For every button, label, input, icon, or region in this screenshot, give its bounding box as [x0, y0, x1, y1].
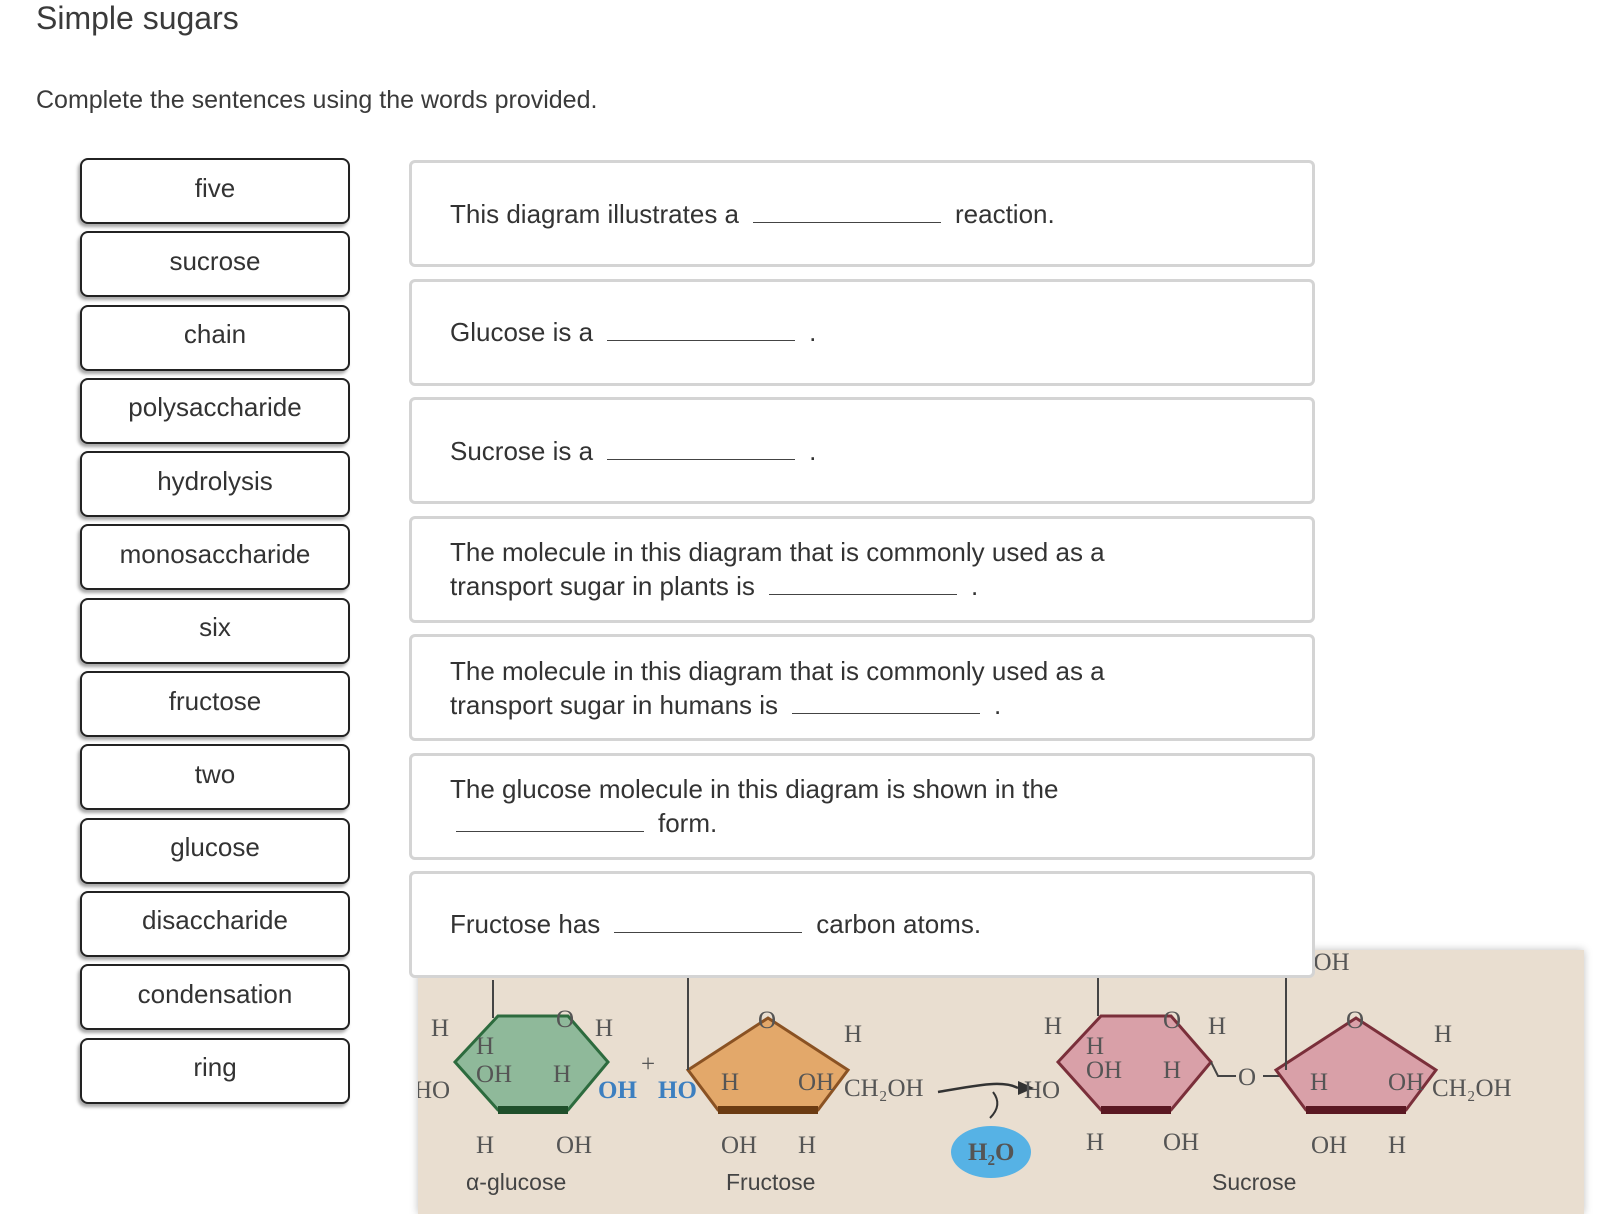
sentence-3-blank[interactable] [607, 437, 796, 460]
sentence-7-blank[interactable] [614, 910, 803, 933]
sucrose-h4-label: H [1163, 1057, 1181, 1084]
glucose-ho-label: HO [418, 1077, 450, 1104]
sucrose-h6-label: H [1434, 1021, 1452, 1048]
sentence-2-text-after: . [809, 317, 817, 347]
sucrose-formation-diagram: CH₂OH O H H H OH H HO H OH OH α-glucose … [418, 950, 1584, 1214]
fructose-h2-label: H [721, 1069, 739, 1096]
fructose-o-label: O [758, 1007, 776, 1034]
sentence-1-blank[interactable] [753, 200, 941, 223]
sucrose-h2-label: H [1086, 1033, 1104, 1060]
glucose-h1-label: H [431, 1015, 449, 1042]
sucrose-oh1-label: OH [1086, 1057, 1122, 1084]
sucrose-oh4-label: OH [1311, 1132, 1347, 1159]
sentence-5: The molecule in this diagram that is com… [409, 634, 1315, 741]
fructose-ho-highlight: HO [658, 1077, 697, 1104]
sentence-4-text-after: . [970, 571, 979, 601]
word-tile-hydrolysis[interactable]: hydrolysis [80, 451, 350, 518]
fructose-h3-label: H [798, 1132, 816, 1159]
sentence-4-line-1: The molecule in this diagram that is com… [450, 537, 1105, 567]
sentence-1: This diagram illustrates a reaction. [409, 160, 1315, 267]
word-tile-six[interactable]: six [80, 597, 350, 664]
sucrose-h3-label: H [1208, 1013, 1226, 1040]
sentence-3-text-before: Sucrose is a [450, 435, 594, 466]
sentence-list: This diagram illustrates a reaction. Gluc… [409, 160, 1315, 978]
fructose-ch2oh-label: CH₂OH [844, 1075, 924, 1102]
sentence-3: Sucrose is a. [409, 397, 1315, 504]
sucrose-h7-label: H [1310, 1069, 1328, 1096]
alpha-glucose-caption: α-glucose [466, 1169, 566, 1195]
sucrose-o2-label: O [1346, 1007, 1364, 1034]
water-drop [951, 1126, 1031, 1178]
glucose-oh1-label: OH [476, 1061, 512, 1088]
word-tile-sucrose[interactable]: sucrose [80, 231, 350, 298]
sentence-3-text-after: . [809, 435, 817, 466]
sentence-5-line-1: The molecule in this diagram that is com… [450, 655, 1105, 686]
fructose-oh1-label: OH [798, 1069, 834, 1096]
sentence-7-text-after: carbon atoms. [816, 909, 982, 939]
glucose-o-label: O [556, 1006, 574, 1033]
sucrose-fructose-ring [1273, 1016, 1439, 1112]
sucrose-ch2oh-right-label: CH₂OH [1432, 1075, 1512, 1102]
sentence-5-blank[interactable] [792, 691, 981, 714]
sentence-4-blank[interactable] [768, 572, 957, 595]
sucrose-h1-label: H [1044, 1013, 1062, 1040]
glucose-oh-highlight: OH [598, 1077, 637, 1104]
sucrose-glucose-ring [1055, 1014, 1213, 1112]
sucrose-oh2-label: OH [1163, 1129, 1199, 1156]
reaction-arrowhead [1018, 1081, 1034, 1095]
word-tile-two[interactable]: two [80, 744, 350, 811]
reaction-diagram-svg: CH₂OH O H H H OH H HO H OH OH α-glucose … [418, 950, 1512, 1195]
sentence-4-text-before: transport sugar in plants is [450, 571, 755, 601]
reaction-arrow [937, 1082, 1019, 1094]
sucrose-o1-label: O [1163, 1007, 1181, 1034]
word-tile-monosaccharide[interactable]: monosaccharide [80, 524, 350, 591]
sentence-7: Fructose has carbon atoms. [409, 870, 1315, 978]
sentence-4: The molecule in this diagram that is com… [409, 515, 1315, 623]
glucose-oh2-label: OH [556, 1132, 592, 1159]
page-title: Simple sugars [36, 0, 239, 36]
sentence-1-text-after: reaction. [955, 198, 1055, 229]
glycosidic-o-label: O [1238, 1064, 1256, 1091]
word-tile-glucose[interactable]: glucose [80, 817, 350, 884]
sentence-2: Glucose is a. [409, 278, 1315, 386]
word-tile-ring[interactable]: ring [80, 1037, 350, 1104]
sucrose-ho-label: HO [1024, 1077, 1060, 1104]
sentence-2-text-before: Glucose is a [450, 317, 594, 347]
sentence-5-text-after: . [994, 689, 1002, 720]
fructose-caption: Fructose [726, 1169, 815, 1195]
glucose-h2-label: H [476, 1033, 494, 1060]
sucrose-h8-label: H [1388, 1132, 1406, 1159]
glucose-h4-label: H [553, 1061, 571, 1088]
sentence-6: The glucose molecule in this diagram is … [409, 752, 1315, 860]
word-tile-fructose[interactable]: fructose [80, 671, 350, 738]
sucrose-oh3-label: OH [1388, 1069, 1424, 1096]
sentence-6-text-after: form. [658, 808, 718, 838]
word-tile-five[interactable]: five [80, 158, 350, 224]
sentence-2-blank[interactable] [607, 318, 796, 341]
sentence-6-blank[interactable] [456, 809, 644, 832]
water-label: H₂O [968, 1139, 1014, 1166]
fructose-oh2-label: OH [721, 1132, 757, 1159]
word-tile-disaccharide[interactable]: disaccharide [80, 890, 350, 957]
sentence-6-line-1: The glucose molecule in this diagram is … [450, 774, 1059, 804]
instructions-text: Complete the sentences using the words p… [36, 86, 598, 114]
word-tile-chain[interactable]: chain [80, 304, 350, 371]
sucrose-h5-label: H [1086, 1129, 1104, 1156]
glucose-h3-label: H [595, 1015, 613, 1042]
water-release-arrow [989, 1091, 999, 1119]
word-bank: five sucrose chain polysaccharide hydrol… [80, 158, 350, 1111]
word-tile-polysaccharide[interactable]: polysaccharide [80, 377, 350, 444]
word-tile-condensation[interactable]: condensation [80, 964, 350, 1031]
sentence-7-text-before: Fructose has [450, 909, 601, 939]
sentence-5-text-before: transport sugar in humans is [450, 689, 779, 720]
fructose-h1-label: H [844, 1021, 862, 1048]
plus-sign: + [641, 1051, 655, 1078]
glucose-h5-label: H [476, 1132, 494, 1159]
sentence-1-text-before: This diagram illustrates a [450, 198, 739, 229]
sucrose-caption: Sucrose [1212, 1169, 1296, 1195]
fructose-ring [685, 1016, 851, 1112]
